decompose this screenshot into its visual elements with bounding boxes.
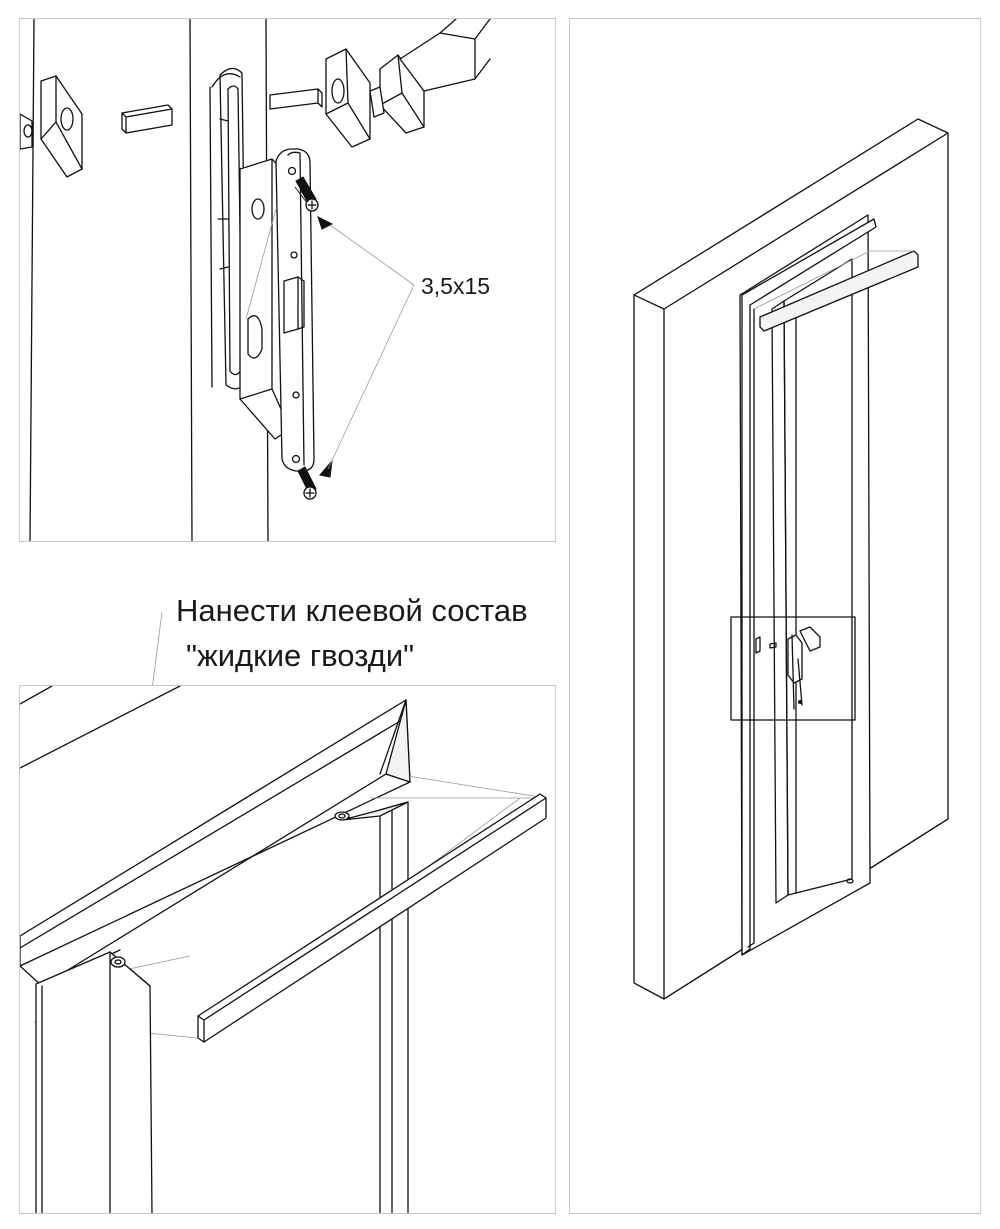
lock-faceplate: [275, 148, 315, 472]
right-rosette: [325, 48, 371, 148]
glue-dowel-left: [110, 956, 126, 968]
door-head-board: [197, 793, 547, 1043]
frame-joint-panel: [19, 685, 556, 1214]
door-overview-panel: [569, 18, 981, 1214]
top-screw: [294, 176, 334, 230]
square-spindle: [121, 104, 173, 134]
left-rosette-partial: [20, 113, 33, 150]
lock-detail-callout: [730, 616, 856, 721]
glue-dowel-right: [334, 811, 350, 821]
spindle-through-door: [269, 88, 323, 110]
lever-handle: [369, 19, 491, 134]
jamb-profile: [741, 218, 877, 956]
screw-leaders: [245, 208, 415, 470]
frame-joint-drawing: [20, 686, 547, 1213]
left-rosette: [40, 75, 83, 178]
header-board: [753, 250, 919, 332]
glue-instruction-line2: "жидкие гвозди": [186, 638, 415, 673]
door-overview-drawing: [633, 118, 949, 1000]
left-side-casing: [35, 951, 153, 1213]
top-edge-line: [20, 686, 53, 705]
bottom-screw: [297, 459, 333, 500]
screw-size-label: 3,5x15: [421, 273, 491, 299]
door-foot: [846, 878, 854, 884]
header-casing: [20, 699, 411, 987]
right-jamb: [341, 801, 409, 1213]
lock-installation-panel: 3,5x15: [19, 18, 556, 542]
glue-instruction-line1: Нанести клеевой состав: [176, 593, 528, 628]
lock-installation-drawing: [20, 19, 491, 541]
